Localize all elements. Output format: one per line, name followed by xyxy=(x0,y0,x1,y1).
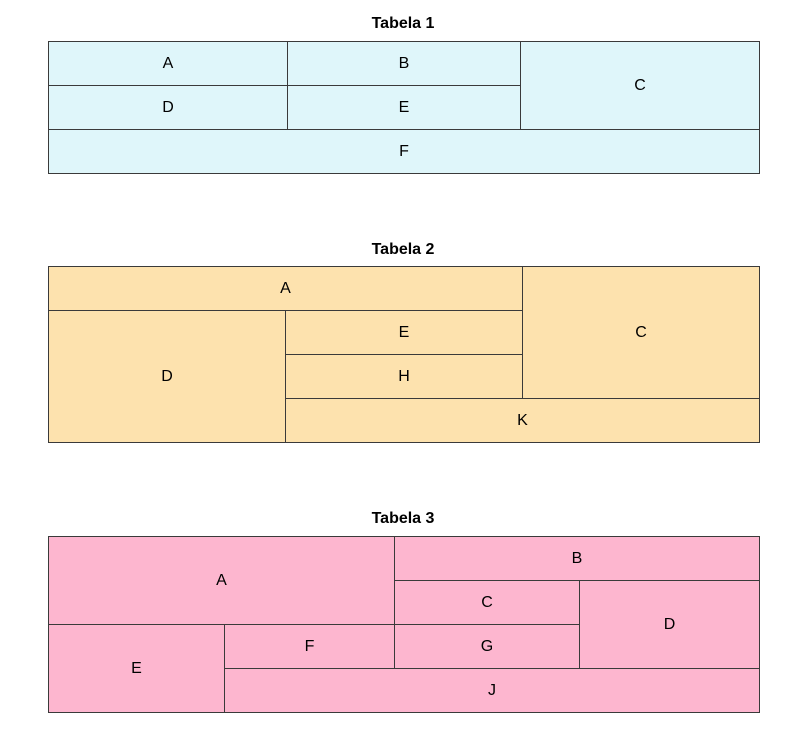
table-2-title: Tabela 2 xyxy=(371,241,435,258)
table-3-cell-a: A xyxy=(48,536,395,625)
table-1-cell-e: E xyxy=(287,85,521,130)
table-3-cell-j: J xyxy=(224,668,760,713)
table-3-cell-f: F xyxy=(224,624,395,669)
table-3-cell-c: C xyxy=(394,580,580,625)
table-2-cell-d: D xyxy=(48,310,286,443)
table-1-title: Tabela 1 xyxy=(371,15,435,32)
table-1-cell-f: F xyxy=(48,129,760,174)
table-2-cell-h: H xyxy=(285,354,523,399)
table-1-cell-c: C xyxy=(520,41,760,130)
table-2-cell-e: E xyxy=(285,310,523,355)
table-2-cell-a: A xyxy=(48,266,523,311)
table-3-cell-d: D xyxy=(579,580,760,669)
table-2-cell-k: K xyxy=(285,398,760,443)
table-1-cell-b: B xyxy=(287,41,521,86)
table-2-cell-c: C xyxy=(522,266,760,399)
table-1-cell-a: A xyxy=(48,41,288,86)
table-3-cell-e: E xyxy=(48,624,225,713)
table-3-cell-g: G xyxy=(394,624,580,669)
table-3-title: Tabela 3 xyxy=(371,510,435,527)
table-3-cell-b: B xyxy=(394,536,760,581)
table-1-cell-d: D xyxy=(48,85,288,130)
